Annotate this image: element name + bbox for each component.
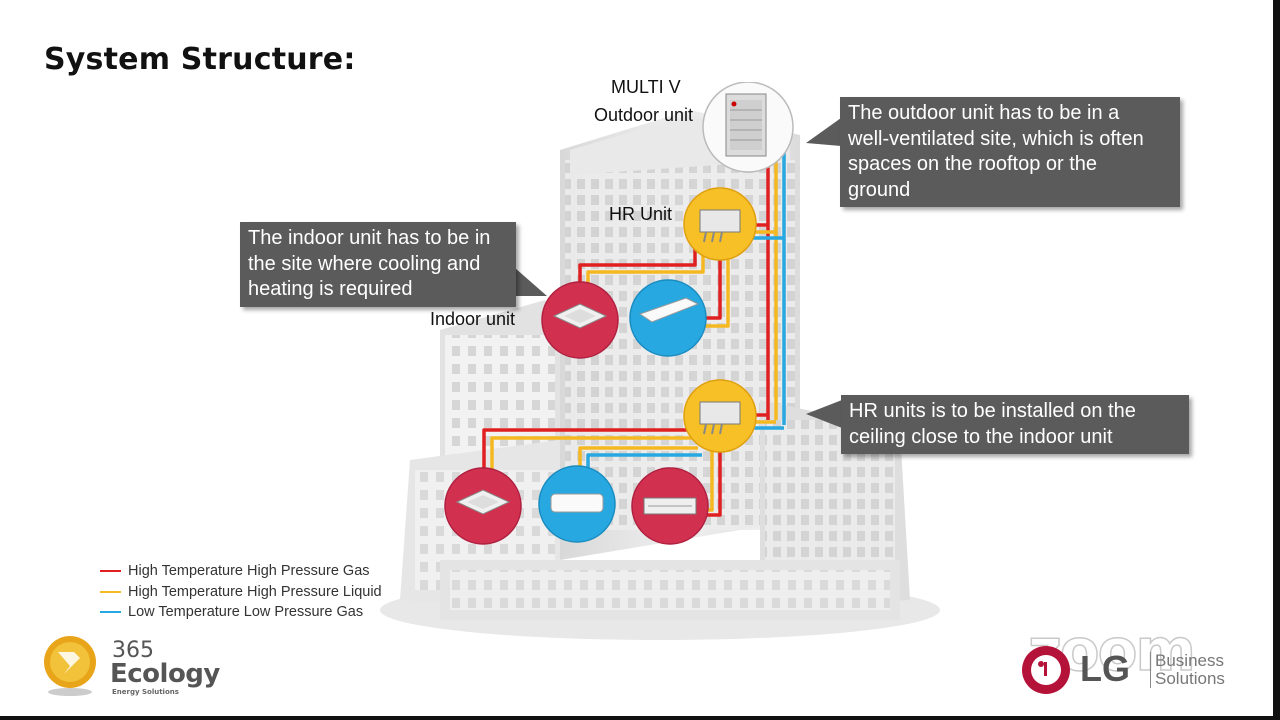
callout-line: spaces on the rooftop or the [848, 153, 1098, 175]
logo-tagline: Energy Solutions [112, 688, 179, 696]
business-line-1: Business [1155, 651, 1224, 670]
callout-line: heating is required [248, 278, 413, 300]
outdoor-unit-icon [702, 82, 794, 173]
hr-unit-label: HR Unit [609, 204, 673, 224]
pipe-legend: High Temperature High Pressure Gas High … [100, 561, 382, 623]
business-line-2: Solutions [1155, 669, 1225, 688]
callout-line: The outdoor unit has to be in a [848, 102, 1120, 124]
callout-line: ceiling close to the indoor unit [849, 425, 1113, 448]
legend-label: High Temperature High Pressure Gas [128, 563, 370, 580]
multi-v-label: MULTI V [611, 77, 681, 97]
hr-unit-lower-icon [683, 379, 757, 453]
outdoor-unit-callout: The outdoor unit has to be in a well-ven… [840, 97, 1180, 207]
logo-number: 365 [112, 638, 154, 663]
legend-label: Low Temperature Low Pressure Gas [128, 604, 364, 621]
lg-business-logo: zoom LG Business Solutions [1020, 615, 1240, 698]
hr-unit-callout: HR units is to be installed on the ceili… [841, 395, 1189, 454]
callout-line: the site where cooling and [248, 252, 481, 275]
hr-unit-upper-icon [683, 187, 757, 261]
indoor-cassette-upper-icon [541, 281, 619, 359]
lg-face-icon [1022, 646, 1070, 694]
legend-swatch [100, 611, 121, 614]
page-title: System Structure: [44, 42, 356, 77]
legend-item: Low Temperature Low Pressure Gas [100, 602, 382, 623]
right-edge-bar [1273, 0, 1280, 720]
callout-line: HR units is to be installed on the [849, 400, 1136, 422]
ecology-emblem-icon [44, 636, 96, 696]
indoor-duct-unit-icon [631, 467, 709, 545]
indoor-unit-label: Indoor unit [430, 309, 516, 329]
logo-name: Ecology [110, 659, 220, 689]
lg-brand-text: LG [1080, 648, 1130, 689]
callout-line: well-ventilated site, which is often [848, 127, 1144, 150]
bottom-edge-bar [0, 716, 1280, 720]
indoor-ceiling-upper-icon [629, 279, 707, 357]
ecology-logo: 365 Ecology Energy Solutions [40, 632, 220, 702]
legend-swatch [100, 590, 121, 593]
indoor-wall-unit-icon [538, 465, 616, 543]
legend-label: High Temperature High Pressure Liquid [128, 583, 382, 600]
legend-item: High Temperature High Pressure Gas [100, 561, 382, 582]
callout-line: ground [848, 178, 911, 201]
outdoor-unit-label: Outdoor unit [594, 105, 694, 125]
legend-item: High Temperature High Pressure Liquid [100, 582, 382, 603]
legend-swatch [100, 570, 121, 573]
indoor-unit-callout: The indoor unit has to be in the site wh… [240, 222, 516, 307]
lg-business-text: Business Solutions [1150, 652, 1225, 688]
callout-line: The indoor unit has to be in [248, 227, 491, 249]
indoor-cassette-lower-icon [444, 467, 522, 545]
